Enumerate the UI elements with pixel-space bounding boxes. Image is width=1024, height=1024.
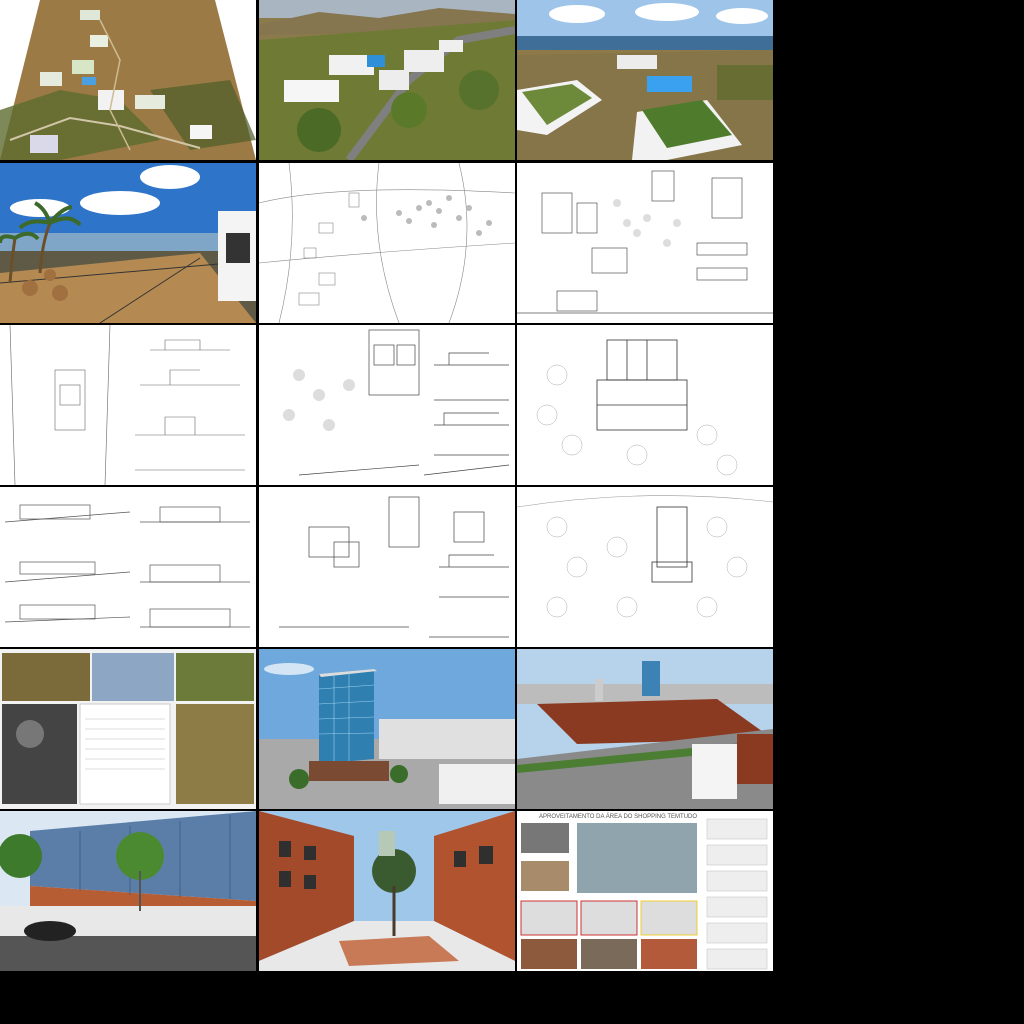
tile-shopping-board[interactable]: APROVEITAMENTO DA ÁREA DO SHOPPING TEMTU… bbox=[517, 811, 773, 971]
tile-aerial-site-model[interactable] bbox=[0, 0, 256, 160]
tile-glass-tower[interactable] bbox=[259, 649, 515, 809]
tile-site-plan[interactable] bbox=[259, 163, 515, 323]
tile-terrace-palms[interactable] bbox=[0, 163, 256, 323]
tile-pool-plan[interactable] bbox=[259, 487, 515, 647]
tile-elevations-sections[interactable] bbox=[0, 487, 256, 647]
image-gallery: APROVEITAMENTO DA ÁREA DO SHOPPING TEMTU… bbox=[0, 0, 773, 971]
tile-street-blue-facade[interactable] bbox=[0, 811, 256, 971]
board-title: APROVEITAMENTO DA ÁREA DO SHOPPING TEMTU… bbox=[539, 813, 697, 820]
tile-plan-sections[interactable] bbox=[259, 325, 515, 485]
tile-green-roof-buildings[interactable] bbox=[517, 0, 773, 160]
tile-landscape-plan[interactable] bbox=[517, 487, 773, 647]
tile-plan-elevations[interactable] bbox=[0, 325, 256, 485]
tile-floor-plans[interactable] bbox=[517, 163, 773, 323]
tile-urban-aerial[interactable] bbox=[517, 649, 773, 809]
tile-aerial-villas[interactable] bbox=[259, 0, 515, 160]
tile-pedestrian-street[interactable] bbox=[259, 811, 515, 971]
tile-hotel-plan[interactable] bbox=[517, 325, 773, 485]
tile-presentation-board[interactable] bbox=[0, 649, 256, 809]
